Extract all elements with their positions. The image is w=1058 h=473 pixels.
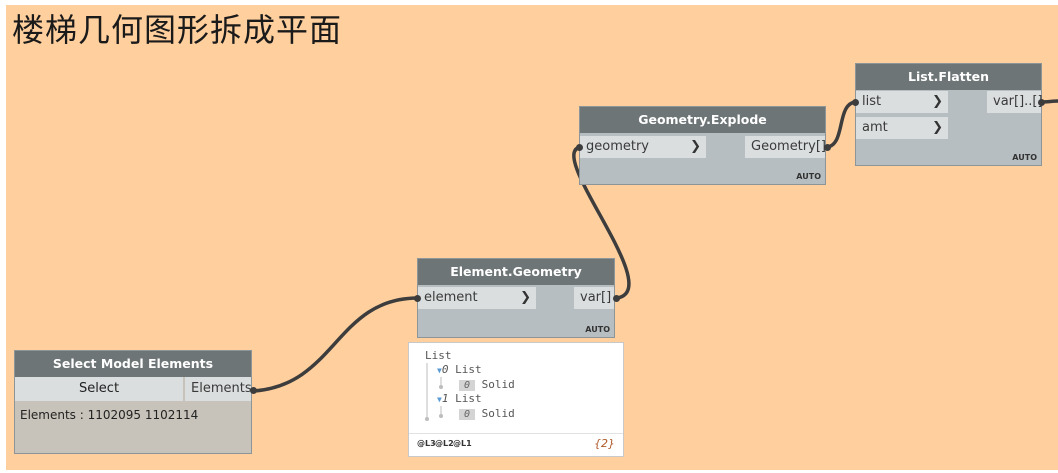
port-label: geometry <box>586 139 650 154</box>
node-header[interactable]: List.Flatten <box>856 64 1041 90</box>
item-label: List <box>455 392 482 405</box>
input-port-element[interactable]: element ❯ <box>418 287 536 309</box>
node-header[interactable]: Element.Geometry <box>418 259 614 285</box>
preview-subitem: 0 Solid <box>459 378 515 391</box>
output-port-geometry-list[interactable]: Geometry[] <box>745 136 826 158</box>
item-count: {2} <box>594 437 615 450</box>
subitem-index: 0 <box>459 409 476 420</box>
subitem-label: Solid <box>481 378 515 391</box>
input-port-list[interactable]: list ❯ <box>856 91 948 113</box>
level-l1[interactable]: @L1 <box>453 439 472 448</box>
input-connector-dot[interactable] <box>576 144 583 151</box>
port-label: var[]..[] <box>993 94 1043 109</box>
chevron-right-icon: ❯ <box>690 139 701 154</box>
wire-geometry-to-list[interactable] <box>826 100 857 149</box>
caret-down-icon[interactable]: ▼ <box>437 395 442 404</box>
port-label: element <box>424 290 478 305</box>
output-port-flattened[interactable]: var[]..[] <box>987 91 1043 113</box>
output-connector-dot[interactable] <box>824 144 831 151</box>
preview-subitem: 0 Solid <box>459 407 515 420</box>
select-button[interactable]: Select <box>15 377 183 401</box>
chevron-right-icon: ❯ <box>932 120 943 135</box>
input-port-geometry[interactable]: geometry ❯ <box>580 136 706 158</box>
list-flatten-node[interactable]: List.Flatten list ❯ amt ❯ var[]..[] AUTO <box>856 64 1043 165</box>
lacing-indicator[interactable]: AUTO <box>796 172 821 181</box>
output-connector-dot[interactable] <box>1038 99 1045 106</box>
level-l2[interactable]: @L2 <box>435 439 454 448</box>
node-header[interactable]: Select Model Elements <box>15 351 251 377</box>
wire-elements-to-element[interactable] <box>253 296 419 393</box>
caret-down-icon[interactable]: ▼ <box>437 366 442 375</box>
element-geometry-node[interactable]: Element.Geometry element ❯ var[] AUTO <box>418 259 614 337</box>
subitem-index: 0 <box>459 380 476 391</box>
chevron-right-icon: ❯ <box>520 290 531 305</box>
item-index: 0 <box>441 363 449 376</box>
preview-bubble[interactable]: List ▼0 List 0 Solid ▼1 List 0 Solid @L3 <box>408 342 624 457</box>
node-header[interactable]: Geometry.Explode <box>580 107 825 133</box>
preview-item[interactable]: ▼0 List <box>437 363 482 376</box>
select-model-elements-node[interactable]: Select Model Elements Select Elements El… <box>15 351 252 453</box>
item-label: List <box>455 363 482 376</box>
input-connector-dot[interactable] <box>852 99 859 106</box>
input-port-amt[interactable]: amt ❯ <box>856 117 948 139</box>
output-port-var[interactable]: var[] <box>574 287 614 309</box>
port-label: Elements <box>191 381 252 396</box>
lacing-indicator[interactable]: AUTO <box>1012 153 1037 162</box>
output-port-elements[interactable]: Elements <box>185 377 252 401</box>
port-label: amt <box>862 120 888 135</box>
preview-item[interactable]: ▼1 List <box>437 392 482 405</box>
item-index: 1 <box>441 392 449 405</box>
geometry-explode-node[interactable]: Geometry.Explode geometry ❯ Geometry[] A… <box>580 107 826 184</box>
port-label: list <box>862 94 882 109</box>
input-connector-dot[interactable] <box>414 295 421 302</box>
preview-tree-lines <box>425 363 443 421</box>
level-l3[interactable]: @L3 <box>417 439 436 448</box>
output-connector-dot[interactable] <box>250 387 257 394</box>
lacing-indicator[interactable]: AUTO <box>585 325 610 334</box>
subitem-label: Solid <box>481 407 515 420</box>
output-connector-dot[interactable] <box>613 295 620 302</box>
workspace-canvas[interactable]: 楼梯几何图形拆成平面 Select Model Elements Select … <box>6 5 1058 470</box>
preview-root: List <box>425 349 452 362</box>
port-label: Geometry[] <box>751 139 826 154</box>
port-label: var[] <box>580 290 612 305</box>
selection-info: Elements : 1102095 1102114 <box>20 408 199 422</box>
preview-footer: @L3 @L2 @L1 {2} <box>409 433 623 456</box>
chevron-right-icon: ❯ <box>932 94 943 109</box>
workspace-title: 楼梯几何图形拆成平面 <box>12 11 343 49</box>
